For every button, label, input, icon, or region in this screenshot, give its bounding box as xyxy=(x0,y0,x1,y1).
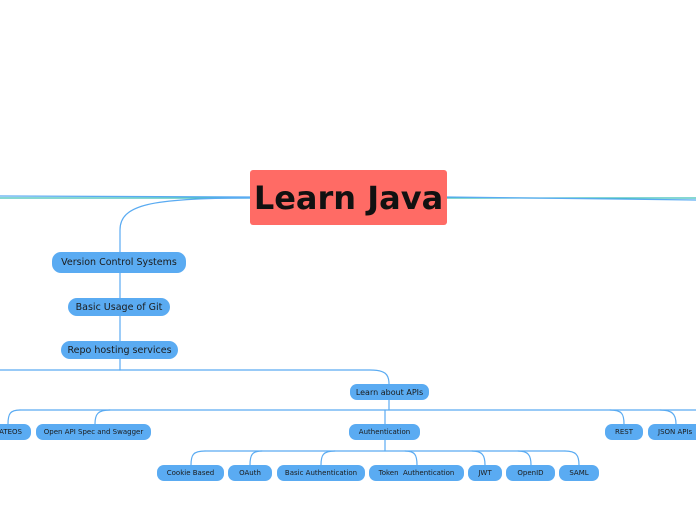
topic-hateoas[interactable]: ATEOS xyxy=(0,424,31,440)
topic-label: Open API Spec and Swagger xyxy=(43,428,144,436)
topic-open-api-spec-and-swagger[interactable]: Open API Spec and Swagger xyxy=(36,424,151,440)
root-topic-learn-java[interactable]: Learn Java xyxy=(250,170,447,225)
topic-label: JWT xyxy=(478,469,492,477)
topic-label: Basic Authentication xyxy=(284,469,358,477)
topic-label: Version Control Systems xyxy=(61,257,177,268)
topic-label: Repo hosting services xyxy=(67,344,172,356)
topic-token-authentication[interactable]: Token Authentication xyxy=(369,465,464,481)
topic-label: OpenID xyxy=(517,469,544,477)
topic-cookie-based[interactable]: Cookie Based xyxy=(157,465,224,481)
topic-rest[interactable]: REST xyxy=(605,424,643,440)
topic-label: REST xyxy=(614,428,633,436)
connector-root-left-accent xyxy=(0,195,251,198)
connector-apis-json xyxy=(659,409,677,425)
connector-root-right-accent xyxy=(446,196,696,201)
topic-basic-authentication[interactable]: Basic Authentication xyxy=(277,465,365,481)
topic-oauth[interactable]: OAuth xyxy=(228,465,272,481)
topic-label: Authentication xyxy=(358,428,411,436)
connector-auth-oauth xyxy=(249,450,263,466)
topic-label: Basic Usage of Git xyxy=(75,301,163,313)
topic-basic-usage-of-git[interactable]: Basic Usage of Git xyxy=(68,298,170,316)
topic-label: JSON APIs xyxy=(658,428,693,436)
root-topic-label: Learn Java xyxy=(253,178,444,217)
topic-label: ATEOS xyxy=(0,428,22,436)
connector-apis-hateoas xyxy=(7,409,21,425)
connector-auth-token xyxy=(404,450,418,466)
connector-auth-saml xyxy=(564,450,580,466)
topic-learn-about-apis[interactable]: Learn about APIs xyxy=(350,384,429,400)
topic-label: Learn about APIs xyxy=(355,387,424,397)
topic-openid[interactable]: OpenID xyxy=(506,465,555,481)
topic-authentication[interactable]: Authentication xyxy=(349,424,420,440)
connector-apis-rest xyxy=(609,409,625,425)
connector-root-version-control xyxy=(119,197,251,253)
topic-saml[interactable]: SAML xyxy=(559,465,599,481)
connector-auth-openid xyxy=(517,450,532,466)
topic-jwt[interactable]: JWT xyxy=(468,465,502,481)
connector-repo-apis xyxy=(119,369,390,385)
connector-apis-openapi xyxy=(94,409,111,425)
topic-label: Cookie Based xyxy=(166,469,215,477)
connector-auth-jwt xyxy=(471,450,486,466)
connector-auth-basic xyxy=(320,450,336,466)
connector-auth-cookie xyxy=(190,450,206,466)
topic-repo-hosting-services[interactable]: Repo hosting services xyxy=(61,341,178,359)
topic-label: OAuth xyxy=(239,469,261,477)
topic-json-apis[interactable]: JSON APIs xyxy=(648,424,696,440)
topic-version-control-systems[interactable]: Version Control Systems xyxy=(52,252,186,273)
topic-label: Token Authentication xyxy=(378,469,455,477)
topic-label: SAML xyxy=(569,469,589,477)
